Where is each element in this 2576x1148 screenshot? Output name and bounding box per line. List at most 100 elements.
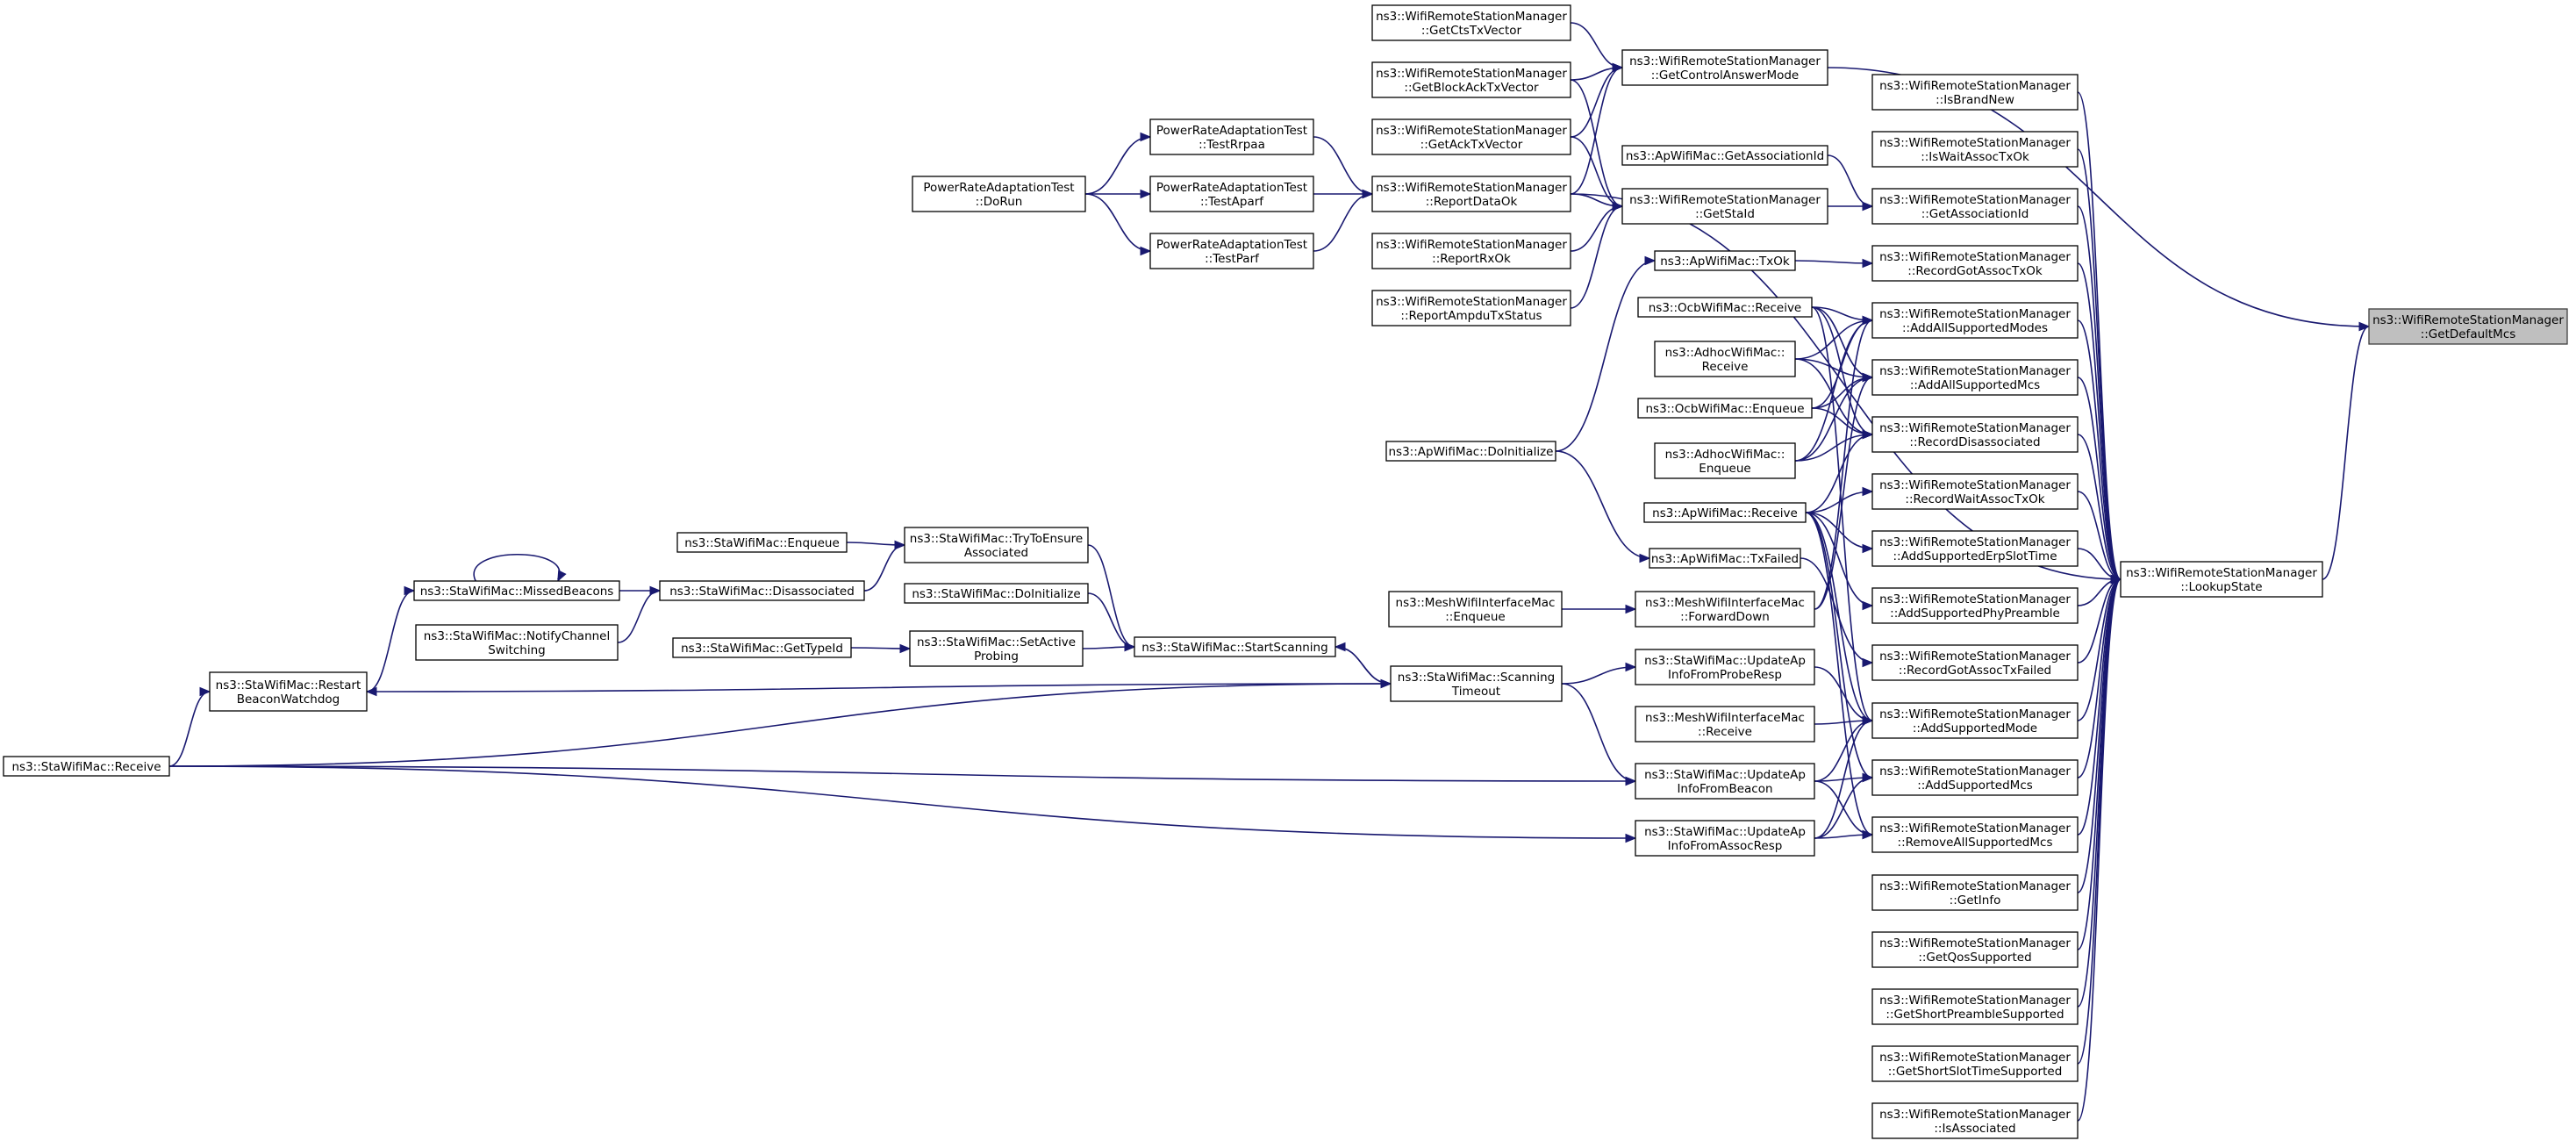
node-wrsm-getshortslottimesupported[interactable]: ns3::WifiRemoteStationManager::GetShortS… — [1871, 1045, 2079, 1082]
call-edge — [1570, 79, 1624, 212]
node-wrsm-getcontrolanswermode[interactable]: ns3::WifiRemoteStationManager::GetContro… — [1621, 49, 1828, 86]
node-wrsm-addsupportedmcs[interactable]: ns3::WifiRemoteStationManager::AddSuppor… — [1871, 759, 2079, 796]
node-ap-receive[interactable]: ns3::ApWifiMac::Receive — [1643, 502, 1807, 523]
node-ap-doinitialize[interactable]: ns3::ApWifiMac::DoInitialize — [1385, 441, 1556, 462]
node-sta-gettypeid[interactable]: ns3::StaWifiMac::GetTypeId — [672, 637, 852, 658]
node-wrsm-recordwaitassoctxok[interactable]: ns3::WifiRemoteStationManager::RecordWai… — [1871, 473, 2079, 510]
node-label: ns3::WifiRemoteStationManager — [1879, 764, 2071, 778]
node-wrsm-recordgotassoctxfailed[interactable]: ns3::WifiRemoteStationManager::RecordGot… — [1871, 644, 2079, 681]
edge-arrowhead — [1124, 642, 1136, 652]
node-adhoc-receive[interactable]: ns3::AdhocWifiMac::Receive — [1654, 341, 1796, 377]
node-mesh-enqueue[interactable]: ns3::MeshWifiInterfaceMac::Enqueue — [1388, 591, 1563, 628]
node-wrsm-addsupportedmode[interactable]: ns3::WifiRemoteStationManager::AddSuppor… — [1871, 702, 2079, 739]
edge-arrowhead — [1862, 543, 1874, 554]
node-wrsm-getinfo[interactable]: ns3::WifiRemoteStationManager::GetInfo — [1871, 874, 2079, 911]
node-sta-missedbeacons[interactable]: ns3::StaWifiMac::MissedBeacons — [413, 580, 620, 601]
node-wrsm-getdefaultmcs[interactable]: ns3::WifiRemoteStationManager::GetDefaul… — [2368, 308, 2568, 345]
node-sta-startscanning[interactable]: ns3::StaWifiMac::StartScanning — [1134, 636, 1336, 657]
call-edge — [1334, 642, 1392, 685]
node-label: Associated — [964, 546, 1028, 560]
node-prat-testaparf[interactable]: PowerRateAdaptationTest::TestAparf — [1149, 176, 1314, 212]
call-edge — [1561, 604, 1637, 614]
node-label: InfoFromAssocResp — [1668, 839, 1783, 853]
node-label: ns3::StaWifiMac::StartScanning — [1141, 641, 1327, 655]
edge-line — [2077, 262, 2122, 580]
node-box — [1643, 502, 1807, 523]
edge-arrowhead — [1862, 657, 1874, 668]
edge-arrowhead — [649, 585, 662, 596]
edge-line — [617, 590, 661, 643]
call-edge — [1570, 62, 1624, 195]
node-adhoc-enqueue[interactable]: ns3::AdhocWifiMac::Enqueue — [1654, 442, 1796, 479]
node-wrsm-iswaitassoctxok[interactable]: ns3::WifiRemoteStationManager::IsWaitAss… — [1871, 131, 2079, 168]
node-wrsm-isbrandnew[interactable]: ns3::WifiRemoteStationManager::IsBrandNe… — [1871, 74, 2079, 111]
node-wrsm-addallsupportedmcs[interactable]: ns3::WifiRemoteStationManager::AddAllSup… — [1871, 359, 2079, 396]
node-label: ::AddSupportedMode — [1913, 721, 2037, 735]
node-sta-enqueue[interactable]: ns3::StaWifiMac::Enqueue — [676, 532, 848, 553]
node-wrsm-reportdataok[interactable]: ns3::WifiRemoteStationManager::ReportDat… — [1371, 176, 1571, 212]
node-sta-disassociated[interactable]: ns3::StaWifiMac::Disassociated — [659, 580, 865, 601]
node-label: ns3::StaWifiMac::GetTypeId — [681, 642, 843, 656]
node-box — [1871, 1102, 2079, 1139]
node-label: ::RecordDisassociated — [1909, 435, 2040, 449]
node-label: ns3::AdhocWifiMac:: — [1665, 448, 1785, 462]
node-mesh-receive[interactable]: ns3::MeshWifiInterfaceMac::Receive — [1635, 706, 1815, 743]
node-ap-getassociationid[interactable]: ns3::ApWifiMac::GetAssociationId — [1621, 145, 1828, 166]
node-prat-dorun[interactable]: PowerRateAdaptationTest::DoRun — [912, 176, 1086, 212]
edge-line — [366, 590, 415, 692]
call-edge — [1814, 715, 1874, 839]
node-wrsm-recordgotassoctxok[interactable]: ns3::WifiRemoteStationManager::RecordGot… — [1871, 245, 2079, 282]
node-wrsm-getblockacktxvector[interactable]: ns3::WifiRemoteStationManager::GetBlockA… — [1371, 61, 1571, 98]
node-label: ns3::StaWifiMac::TryToEnsure — [910, 532, 1083, 546]
node-wrsm-addsupportedphypreamble[interactable]: ns3::WifiRemoteStationManager::AddSuppor… — [1871, 587, 2079, 624]
node-box — [1385, 441, 1556, 462]
node-wrsm-recorddisassociated[interactable]: ns3::WifiRemoteStationManager::RecordDis… — [1871, 416, 2079, 453]
node-box — [1649, 548, 1801, 569]
node-sta-doinitialize[interactable]: ns3::StaWifiMac::DoInitialize — [904, 583, 1089, 604]
node-prat-testrrpaa[interactable]: PowerRateAdaptationTest::TestRrpaa — [1149, 118, 1314, 155]
node-ocb-receive[interactable]: ns3::OcbWifiMac::Receive — [1637, 297, 1813, 318]
node-wrsm-isassociated[interactable]: ns3::WifiRemoteStationManager::IsAssocia… — [1871, 1102, 2079, 1139]
node-wrsm-getshortpreamblesupported[interactable]: ns3::WifiRemoteStationManager::GetShortP… — [1871, 988, 2079, 1025]
node-label: ns3::WifiRemoteStationManager — [1879, 193, 2071, 207]
node-box — [672, 637, 852, 658]
edge-line — [1570, 67, 1623, 195]
call-edge — [1814, 372, 1874, 610]
node-ap-txfailed[interactable]: ns3::ApWifiMac::TxFailed — [1649, 548, 1801, 569]
node-label: ns3::ApWifiMac::GetAssociationId — [1626, 149, 1824, 163]
node-label: ns3::WifiRemoteStationManager — [1879, 364, 2071, 378]
node-wrsm-lookupstate[interactable]: ns3::WifiRemoteStationManager::LookupSta… — [2120, 561, 2323, 598]
call-edge — [1082, 642, 1136, 652]
node-label: ns3::WifiRemoteStationManager — [1376, 295, 1567, 309]
node-wrsm-getstaid[interactable]: ns3::WifiRemoteStationManager::GetStaId — [1621, 188, 1828, 225]
edge-arrowhead — [1862, 315, 1874, 326]
call-edge — [366, 585, 416, 692]
node-wrsm-getassociationid[interactable]: ns3::WifiRemoteStationManager::GetAssoci… — [1871, 188, 2079, 225]
node-box — [1871, 988, 2079, 1025]
node-wrsm-reportampdutxstatus[interactable]: ns3::WifiRemoteStationManager::ReportAmp… — [1371, 290, 1571, 326]
node-ocb-enqueue[interactable]: ns3::OcbWifiMac::Enqueue — [1637, 398, 1813, 419]
node-sta-receive[interactable]: ns3::StaWifiMac::Receive — [3, 756, 170, 777]
node-mesh-forwarddown[interactable]: ns3::MeshWifiInterfaceMac::ForwardDown — [1635, 591, 1815, 628]
edges-layer — [168, 22, 2371, 1122]
node-prat-testparf[interactable]: PowerRateAdaptationTest::TestParf — [1149, 233, 1314, 269]
edge-arrowhead — [1625, 604, 1637, 614]
node-sta-updateapinfofromproberesp[interactable]: ns3::StaWifiMac::UpdateApInfoFromProbeRe… — [1635, 649, 1815, 685]
node-sta-updateapinfofromassocresp[interactable]: ns3::StaWifiMac::UpdateApInfoFromAssocRe… — [1635, 820, 1815, 857]
node-wrsm-reportrxok[interactable]: ns3::WifiRemoteStationManager::ReportRxO… — [1371, 233, 1571, 269]
node-wrsm-addallsupportedmodes[interactable]: ns3::WifiRemoteStationManager::AddAllSup… — [1871, 302, 2079, 339]
node-wrsm-getacktxvector[interactable]: ns3::WifiRemoteStationManager::GetAckTxV… — [1371, 118, 1571, 155]
node-wrsm-getctstxvector[interactable]: ns3::WifiRemoteStationManager::GetCtsTxV… — [1371, 4, 1571, 41]
node-wrsm-getqossupported[interactable]: ns3::WifiRemoteStationManager::GetQosSup… — [1871, 931, 2079, 968]
node-ap-txok[interactable]: ns3::ApWifiMac::TxOk — [1654, 250, 1796, 271]
edge-line — [2077, 377, 2122, 580]
node-wrsm-removeallsupportedmcs[interactable]: ns3::WifiRemoteStationManager::RemoveAll… — [1871, 816, 2079, 853]
node-wrsm-addsupportederpslottime[interactable]: ns3::WifiRemoteStationManager::AddSuppor… — [1871, 530, 2079, 567]
edge-arrowhead — [1862, 258, 1874, 269]
